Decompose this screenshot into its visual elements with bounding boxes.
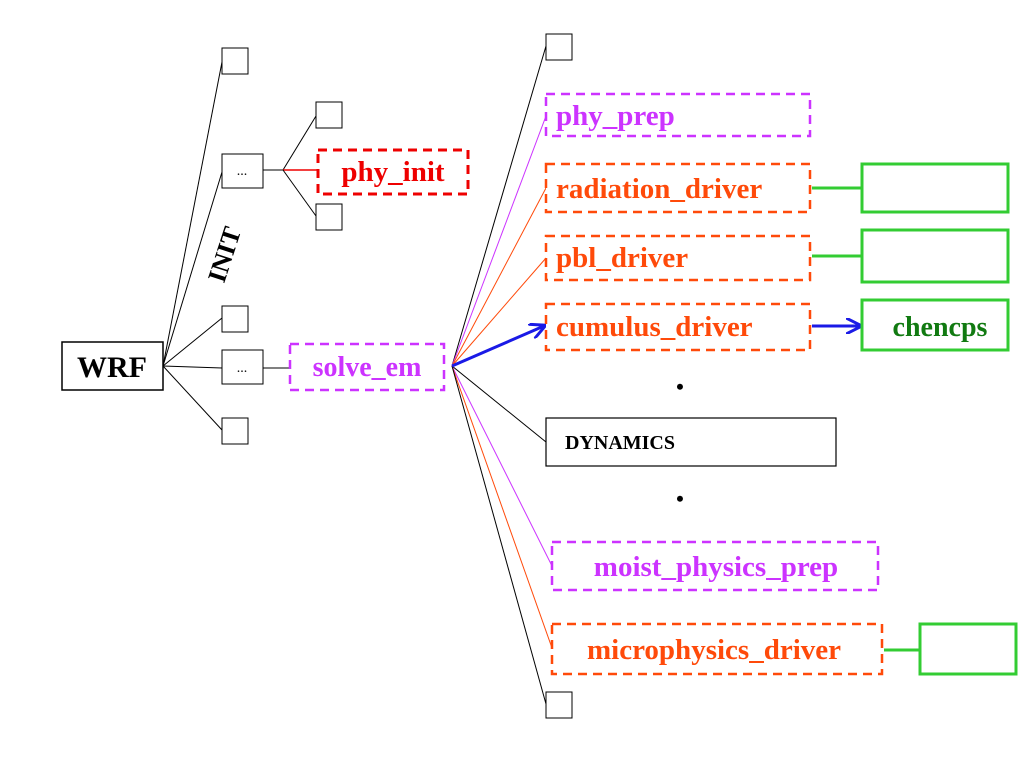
cumulus-driver-box [544,302,812,352]
microphysics-driver-label: microphysics_driver [587,634,841,666]
connector-wrf-top-box [162,61,223,367]
green-box-radiation [860,162,1010,214]
connector-solve-bottom-box [451,365,547,705]
connector-solve-phy-prep [451,115,547,367]
connector-solve-pbl [451,257,547,367]
phy-prep-box [544,92,812,138]
moist-physics-prep-box [550,540,880,592]
dynamics-box [545,417,837,467]
connector-wrf-small-box [162,317,223,367]
connector-wrf-solve-ellipsis [162,365,223,369]
microphysics-driver-node: microphysics_driver [550,622,884,676]
cumulus-driver-label: cumulus_driver [556,311,753,343]
empty-box-init-top [315,101,343,129]
green-box-microphysics [918,622,1018,676]
connector-solve-dynamics [451,365,547,443]
moist-physics-prep-node: moist_physics_prep [550,540,880,592]
moist-physics-prep-label: moist_physics_prep [594,551,838,583]
cumulus-driver-node: cumulus_driver [544,302,812,352]
empty-box-wrf-mid [221,305,249,333]
pbl-driver-label: pbl_driver [556,242,688,274]
connector-wrf-bottom-box [162,365,223,431]
pbl-driver-node: pbl_driver [544,234,812,282]
radiation-driver-label: radiation_driver [556,173,762,205]
radiation-driver-box [544,162,812,214]
phy-init-box [316,148,470,196]
empty-box-wrf-top [221,47,249,75]
connector-solve-top-box [451,45,547,367]
chencps-box [860,298,1010,352]
ellipsis-dot-lower: • [676,486,684,511]
solve-ellipsis-node: ... [221,349,264,385]
connector-solve-microphysics [451,365,553,649]
wrf-label: WRF [77,351,147,384]
chencps-node: chencps [860,298,1010,352]
wrf-box [61,341,164,391]
solve-em-label: solve_em [313,352,422,383]
connectors [162,45,920,705]
arrow-solve-cumulus [451,326,544,368]
dynamics-label: DYNAMICS [565,432,675,454]
wrf-node: WRF [61,341,164,391]
connector-solve-radiation [451,187,547,367]
phy-init-node: phy_init [316,148,470,196]
solve-em-box [288,342,446,392]
chencps-label: chencps [893,312,988,343]
solve-ellipsis-box [221,349,264,385]
empty-box-solve-bottom [545,691,573,719]
connector-solve-moist [451,365,553,567]
empty-box-init-bottom [315,203,343,231]
microphysics-driver-box [550,622,884,676]
connector-init-bottom-box [282,169,317,217]
connector-wrf-init-ellipsis [162,171,223,367]
dynamics-node: DYNAMICS [545,417,837,467]
green-box-pbl [860,228,1010,284]
phy-prep-node: phy_prep [544,92,812,138]
connector-init-top-box [282,115,317,171]
solve-em-node: solve_em [288,342,446,392]
init-ellipsis-box [221,153,264,189]
init-ellipsis-label: ... [237,164,248,179]
empty-box-solve-top [545,33,573,61]
radiation-driver-node: radiation_driver [544,162,812,214]
init-ellipsis-node: ... [221,153,264,189]
ellipsis-dot-upper: • [676,374,684,399]
init-label: INIT [202,223,247,286]
solve-ellipsis-label: ... [237,361,248,376]
phy-prep-label: phy_prep [556,100,675,132]
phy-init-label: phy_init [341,156,444,188]
pbl-driver-box [544,234,812,282]
empty-box-wrf-bottom [221,417,249,445]
